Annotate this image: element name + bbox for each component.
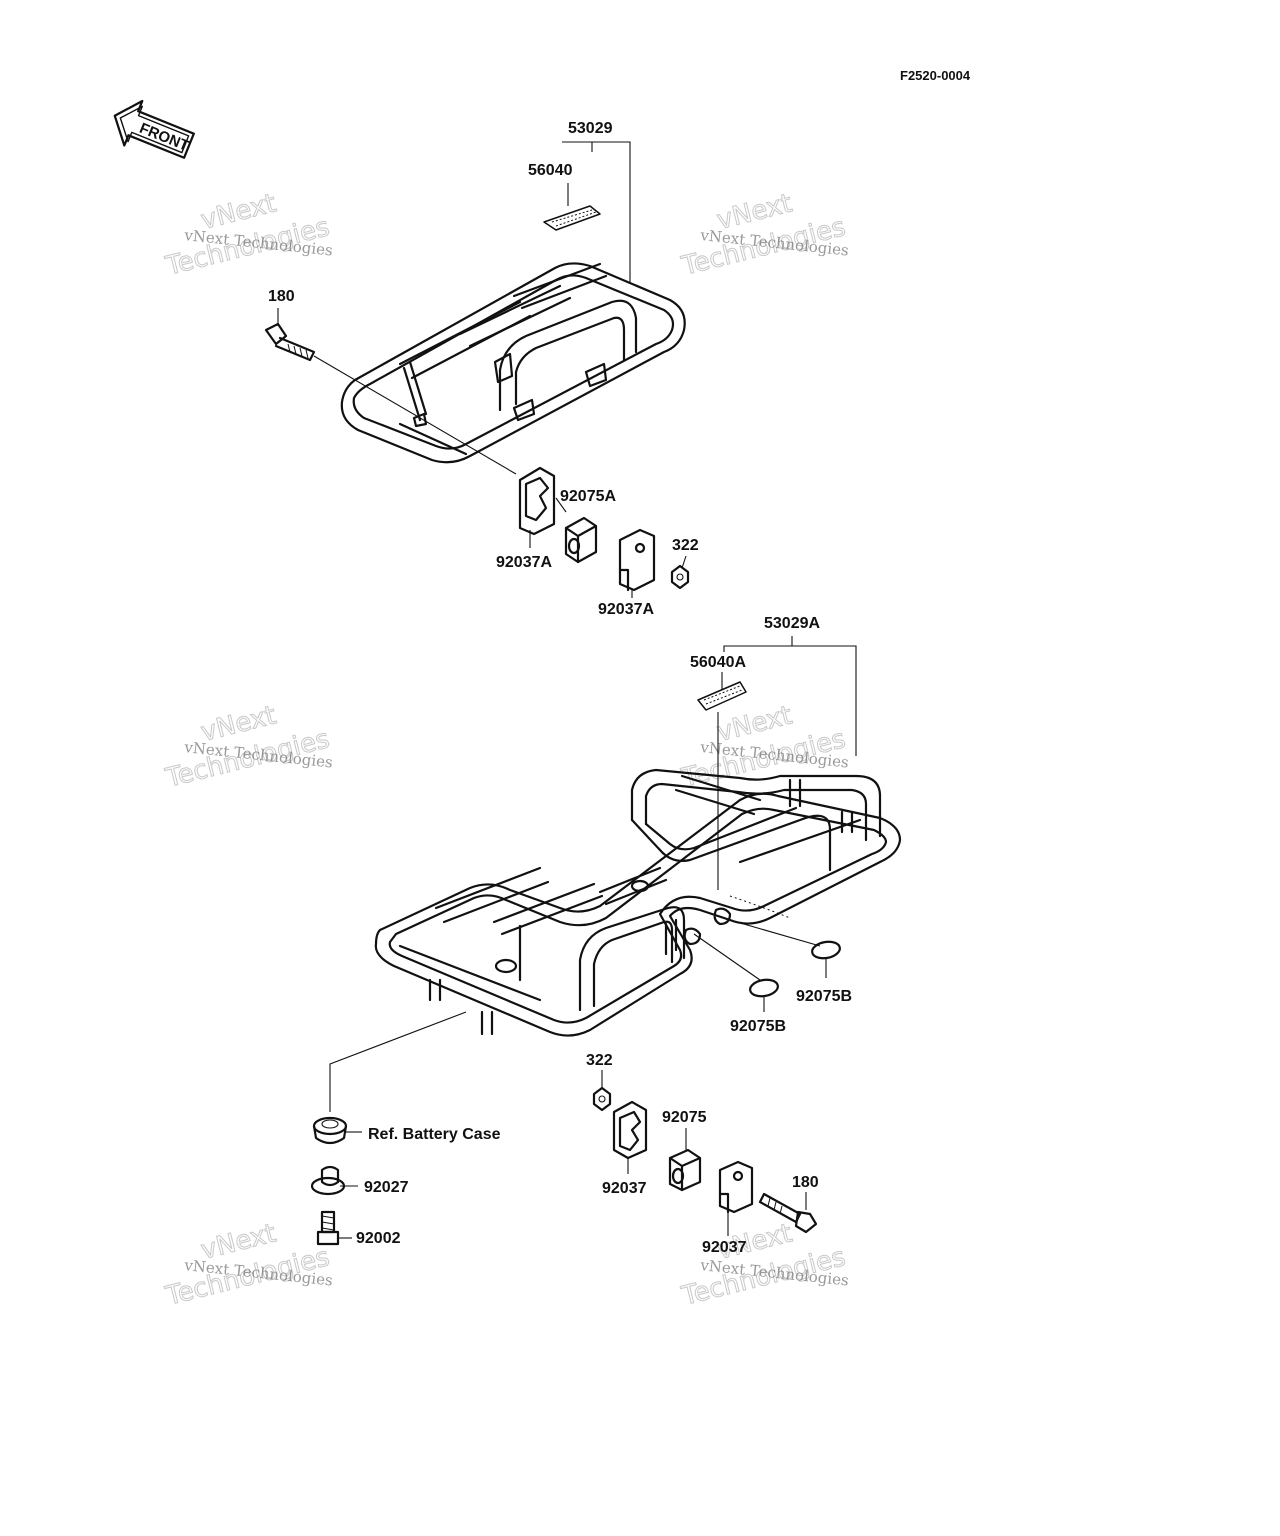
callout-322-top: 322 [672, 537, 699, 554]
cap-92075B-right [811, 940, 841, 960]
rear-carrier [374, 768, 902, 1037]
callout-ref-battery-case: Ref. Battery Case [368, 1126, 501, 1143]
leader-lines-top [277, 141, 687, 598]
callout-56040: 56040 [528, 162, 573, 179]
label-56040 [543, 205, 601, 231]
nut-322-top [670, 564, 690, 590]
watermark: vNext Technologies vNext Technologies vN… [162, 188, 850, 1313]
callout-180-top: 180 [268, 288, 295, 305]
callout-92075A: 92075A [560, 488, 616, 505]
callout-92075B-right: 92075B [796, 988, 852, 1005]
leader-line [329, 1011, 467, 1112]
front-carrier [340, 262, 686, 464]
callout-92027: 92027 [364, 1179, 409, 1196]
callout-labels: 53029 56040 180 92075A 92037A 322 92037A… [268, 120, 852, 1256]
leader-line [313, 355, 517, 475]
clamp-92037A-right [618, 528, 656, 592]
leader-lines-bottom [338, 636, 857, 1239]
callout-92037-right: 92037 [702, 1239, 747, 1256]
drawing-code: F2520-0004 [900, 68, 971, 83]
clamp-92037-right [718, 1160, 754, 1214]
front-arrow-icon: FRONT [113, 99, 195, 159]
bolt-180-bottom [758, 1192, 818, 1234]
collar-92027 [310, 1165, 346, 1196]
nut-322-bottom [592, 1086, 612, 1112]
callout-92037-left: 92037 [602, 1180, 647, 1197]
cap-92075B-left [749, 978, 779, 998]
callout-92002: 92002 [356, 1230, 401, 1247]
label-56040A [697, 681, 747, 711]
callout-92037A-right: 92037A [598, 601, 654, 618]
bolt-180-top [264, 322, 316, 362]
clamp-92037-left [612, 1100, 648, 1160]
clamp-92037A-left [518, 466, 556, 536]
callout-56040A: 56040A [690, 654, 746, 671]
callout-53029: 53029 [568, 120, 613, 137]
bushing-92075 [668, 1148, 702, 1192]
leader-line [693, 919, 821, 981]
bolt-92002 [316, 1210, 340, 1246]
callout-180-bottom: 180 [792, 1174, 819, 1191]
callout-322-bottom: 322 [586, 1052, 613, 1069]
callout-92075: 92075 [662, 1109, 707, 1126]
bushing-92075A [564, 516, 598, 564]
callout-53029A: 53029A [764, 615, 820, 632]
battery-case-grommet [312, 1116, 348, 1145]
callout-92075B-left: 92075B [730, 1018, 786, 1035]
callout-92037A-left: 92037A [496, 554, 552, 571]
